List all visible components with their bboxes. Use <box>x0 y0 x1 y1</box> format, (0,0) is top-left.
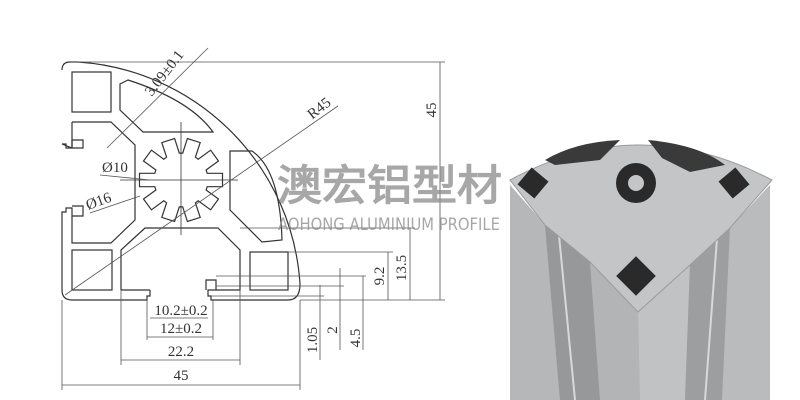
dim-13-5: 13.5 <box>394 255 410 281</box>
profile-photo <box>509 140 773 400</box>
dim-wall-thickness: 3.09±0.1 <box>142 48 187 100</box>
slot-bottom <box>120 227 241 291</box>
dim-9-2: 9.2 <box>372 267 388 286</box>
dim-radius: R45 <box>305 95 335 123</box>
watermark: 澳宏铝型材 AOHONG ALUMINIUM PROFILE <box>277 161 502 235</box>
watermark-chinese: 澳宏铝型材 <box>277 161 502 210</box>
cavity-top <box>119 79 215 133</box>
dim-inner-width: 22.2 <box>168 344 194 360</box>
slot-left <box>71 121 136 244</box>
cavity-bottom-left <box>71 249 113 291</box>
dim-core-inner: Ø10 <box>102 160 128 176</box>
cavity-right <box>229 150 283 243</box>
dim-core-outer: Ø16 <box>84 190 114 214</box>
cavity-bottom-right <box>249 251 289 291</box>
dim-overall-height: 45 <box>424 103 440 118</box>
dimension-lines <box>61 47 445 390</box>
dim-2: 2 <box>325 326 341 334</box>
cavity-top-left <box>71 71 112 113</box>
dim-1-05: 1.05 <box>305 327 321 353</box>
dim-slot-opening: 10.2±0.2 <box>154 303 207 319</box>
dim-4-5: 4.5 <box>348 329 364 348</box>
dim-slot-width: 12±0.2 <box>160 321 202 337</box>
watermark-english: AOHONG ALUMINIUM PROFILE <box>278 215 500 235</box>
core-star <box>138 137 224 223</box>
dim-overall-width: 45 <box>174 368 189 384</box>
